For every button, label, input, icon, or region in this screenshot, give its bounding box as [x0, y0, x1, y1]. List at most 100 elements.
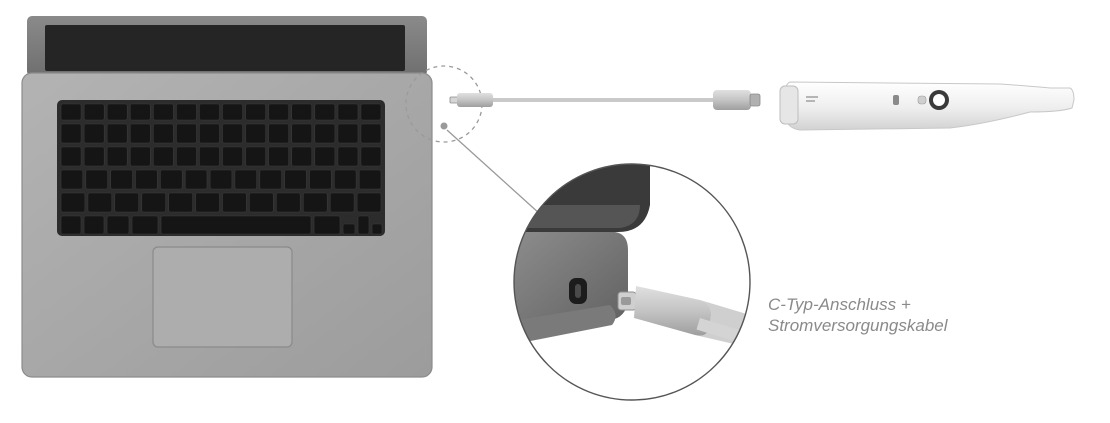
keyboard-key [245, 146, 267, 167]
keyboard-key [313, 215, 341, 235]
keyboard-key [131, 215, 159, 235]
keyboard-key [360, 146, 382, 167]
cable-plug-right [713, 90, 751, 110]
usb-c-cable [449, 90, 761, 110]
keyboard-key [268, 146, 290, 167]
keyboard-key [199, 103, 220, 121]
keyboard-key [360, 103, 382, 121]
cable-connector-tip [749, 93, 761, 107]
keyboard-key [60, 215, 82, 235]
scanner-cap [779, 85, 799, 125]
scanner-brand-marks [806, 96, 818, 102]
keyboard-key [222, 146, 243, 167]
keyboard-key [314, 146, 336, 167]
zoom-detail [513, 163, 751, 401]
connector-caption: C-Typ-Anschluss + Stromversorgungskabel [768, 294, 1098, 336]
keyboard-key [83, 123, 105, 144]
keyboard-key [83, 103, 105, 121]
caption-line-1: C-Typ-Anschluss + [768, 295, 911, 314]
keyboard-key [153, 103, 174, 121]
keyboard-key [129, 103, 151, 121]
keyboard-key [160, 169, 183, 190]
keyboard-key [135, 169, 158, 190]
keyboard-key [83, 146, 105, 167]
keyboard-key [141, 192, 167, 213]
caption-line-2: Stromversorgungskabel [768, 316, 948, 335]
keyboard-key [360, 123, 382, 144]
keyboard-key [291, 146, 313, 167]
keyboard-key [129, 146, 151, 167]
callout-line [446, 129, 541, 215]
intraoral-scanner-icon [779, 81, 1075, 131]
keyboard-key [176, 123, 197, 144]
keyboard-key [234, 169, 257, 190]
keyboard-key [268, 123, 290, 144]
keyboard-key [60, 146, 82, 167]
keyboard-key [337, 103, 359, 121]
keyboard-key [106, 123, 128, 144]
keyboard-well [57, 100, 385, 236]
keyboard-key [199, 146, 220, 167]
keyboard-key [358, 169, 382, 190]
scanner-small-button [893, 95, 899, 105]
keyboard-key [284, 169, 307, 190]
keyboard-key [129, 123, 151, 144]
keyboard-key [60, 123, 82, 144]
keyboard-key [329, 192, 355, 213]
trackpad [152, 246, 293, 348]
keyboard-key [106, 146, 128, 167]
keyboard-key [114, 192, 140, 213]
keyboard-key [85, 169, 108, 190]
keyboard-key [184, 169, 208, 190]
keyboard-key [60, 169, 84, 190]
keyboard-key [199, 123, 220, 144]
keyboard-key [106, 103, 128, 121]
keyboard-key [160, 215, 312, 235]
keyboard-key [176, 103, 197, 121]
keyboard-key [153, 123, 174, 144]
cable-plug-left [457, 93, 493, 107]
keyboard-key [291, 103, 313, 121]
keyboard-key [291, 123, 313, 144]
scanner-body [783, 81, 1075, 131]
keyboard-key [309, 169, 332, 190]
cable-line [493, 98, 715, 102]
keyboard-key [314, 103, 336, 121]
scanner-small-button-2 [917, 95, 927, 105]
keyboard-key [357, 215, 370, 235]
keyboard-key [371, 223, 383, 235]
keyboard-key [259, 169, 282, 190]
keyboard-key [356, 192, 382, 213]
keyboard-key [195, 192, 220, 213]
keyboard-key [342, 223, 356, 235]
keyboard-key [168, 192, 193, 213]
keyboard-key [222, 103, 243, 121]
keyboard-key [314, 123, 336, 144]
keyboard-key [83, 215, 105, 235]
keyboard-key [302, 192, 328, 213]
keyboard-key [106, 215, 130, 235]
keyboard-keys [60, 103, 383, 235]
keyboard-key [153, 146, 174, 167]
keyboard-key [222, 123, 243, 144]
keyboard-key [333, 169, 357, 190]
keyboard-key [245, 123, 267, 144]
keyboard-key [268, 103, 290, 121]
usb-c-plug-icon [449, 96, 459, 104]
keyboard-key [275, 192, 301, 213]
keyboard-key [87, 192, 113, 213]
laptop-screen [45, 25, 405, 71]
keyboard-key [249, 192, 274, 213]
keyboard-key [209, 169, 233, 190]
keyboard-key [337, 146, 359, 167]
keyboard-key [110, 169, 133, 190]
keyboard-key [176, 146, 197, 167]
keyboard-key [60, 192, 86, 213]
keyboard-key [60, 103, 82, 121]
keyboard-key [337, 123, 359, 144]
keyboard-key [245, 103, 267, 121]
scanner-main-button-ring [933, 94, 945, 106]
port-marker-dot [440, 122, 448, 130]
laptop-icon [21, 16, 433, 378]
